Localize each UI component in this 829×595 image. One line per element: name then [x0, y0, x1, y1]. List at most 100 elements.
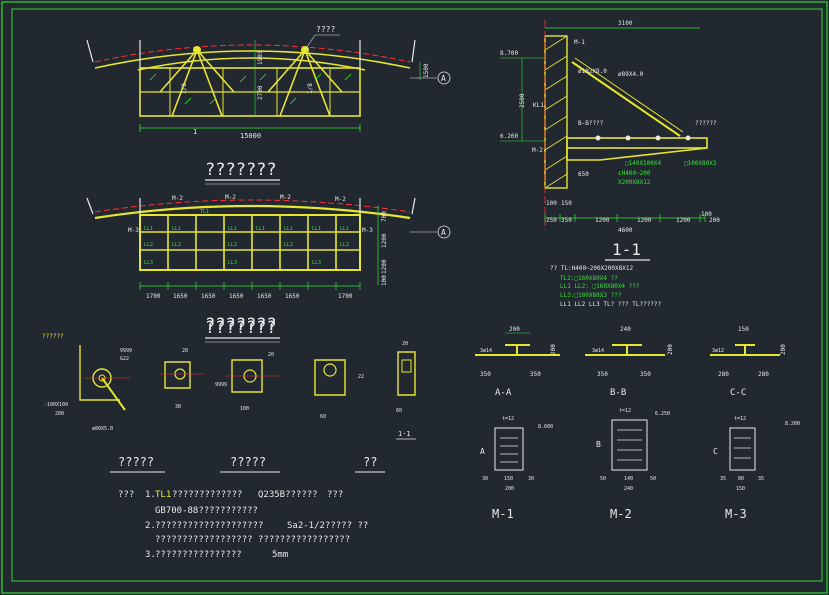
elev-beam-label-3: M-2 — [280, 194, 291, 201]
cc-right: 280 — [758, 371, 769, 378]
embedded-plates: t=12 8.600 A 30 150 30 200 M-1 t=12 6.25… — [480, 408, 800, 521]
notes-line5-mm: 5mm — [272, 550, 288, 560]
m2-dim-1: 50 — [600, 476, 606, 482]
elev-space-2: 1650 — [173, 293, 188, 300]
elev-beam-label-4: M-2 — [335, 196, 346, 203]
detail-label-14: 60 — [396, 408, 402, 414]
notes-line1-tag: TL1 — [155, 490, 171, 500]
elev-ll-15: LL1 — [340, 226, 349, 232]
detail-label-12: 60 — [320, 414, 326, 420]
m1-elev: 8.600 — [538, 424, 553, 430]
sec-m2: M-2 — [532, 147, 543, 154]
legend-line-1: ?? TL:H400~200X200X8X12 — [550, 265, 633, 272]
notes-line1-end: ??? — [327, 490, 343, 500]
cc-top: 150 — [738, 326, 749, 333]
elev-beam-label-1: M-2 — [172, 195, 183, 202]
m3-dim-2: 80 — [738, 476, 744, 482]
legend-line-5: LL1 LL2 LL3 TL? ??? TL?????? — [560, 301, 662, 308]
notes-line5-num: 3. — [145, 550, 156, 560]
elev-ll-6: LL1 — [228, 226, 237, 232]
m3-name: M-3 — [725, 507, 747, 521]
notes-line3-sa: Sa2-1/2????? ?? — [287, 521, 368, 531]
detail-label-15: 1-1 — [398, 430, 411, 438]
elev-ll-10: LL1 — [312, 226, 321, 232]
elev-ll-3: TL1 — [200, 209, 209, 215]
aa-name: A-A — [495, 388, 512, 398]
bb-left: 350 — [597, 371, 608, 378]
detail-label-9: 9999 — [215, 382, 227, 388]
aa-left: 350 — [480, 371, 491, 378]
plan-top-title: ??????? — [205, 160, 277, 180]
notes-line1-text: ????????????? — [172, 490, 242, 500]
sec-small-dim-1: 100 — [546, 200, 557, 207]
detail-label-1: -100X100 — [44, 402, 68, 408]
sec-beam-small: □100X80X3 — [684, 160, 717, 167]
notes-line5-text: ???????????????? — [155, 550, 242, 560]
small-sections: 200 3ø14 350 350 200 A-A 240 3ø14 350 35… — [475, 326, 787, 398]
sec-bot-total: 4600 — [618, 227, 633, 234]
elev-space-6: 1650 — [285, 293, 300, 300]
plan-top-dim-a: 1901 — [257, 50, 264, 65]
plan-top-callout: ???? — [316, 25, 335, 34]
m2-elev: 6.250 — [655, 411, 670, 417]
plan-top-total-width: 15000 — [240, 132, 261, 140]
m3-dim-1: 35 — [720, 476, 726, 482]
plan-top-axis-bubble — [437, 71, 451, 85]
notes-line1-steel: Q235B?????? — [258, 490, 318, 500]
aa-top: 200 — [509, 326, 520, 333]
bb-top: 240 — [620, 326, 631, 333]
plan-top-dim-c: 1/8 — [181, 83, 188, 94]
elev-ll-11: LL3 — [144, 260, 153, 266]
sec-bot-6: 100 — [701, 211, 712, 218]
sec-title: 1-1 — [612, 240, 641, 259]
elev-ll-8: LL1 — [284, 226, 293, 232]
notes-heading-3: ?? — [363, 455, 377, 469]
elev-ll-16: LL1 — [256, 226, 265, 232]
elev-ll-2: LL2 — [144, 242, 153, 248]
m2-t: t=12 — [619, 408, 631, 414]
m2-axis: B — [596, 440, 601, 449]
bb-right: 350 — [640, 371, 651, 378]
sec-dim-650: 650 — [578, 171, 589, 178]
m2-total: 240 — [624, 486, 633, 492]
elev-ll-13: LL3 — [312, 260, 321, 266]
sec-small-dim-2: 150 — [561, 200, 572, 207]
detail-label-2: 200 — [55, 411, 64, 417]
elev-beam-label-2: M-2 — [225, 194, 236, 201]
detail-label-13: 20 — [402, 341, 408, 347]
detail-label-3: 9999 — [120, 348, 132, 354]
bb-height: 200 — [667, 344, 674, 355]
joint-details: ??????? ?????? -100X100 200 9999 G22 ø80… — [42, 315, 416, 440]
detail-label-11: 22 — [358, 374, 364, 380]
sec-total-width: 3100 — [618, 20, 633, 27]
elev-right-dim-1: 700 — [381, 211, 388, 222]
sec-bot-1: 250 — [546, 217, 557, 224]
detail-label-4: G22 — [120, 356, 129, 362]
elev-title: ??????? — [205, 318, 277, 338]
m2-dim-2: 140 — [624, 476, 633, 482]
m2-dim-3: 50 — [650, 476, 656, 482]
sec-level-bottom: 6.200 — [500, 133, 518, 140]
elev-beam-label-6: M-3 — [362, 227, 373, 234]
detail-label-10: 100 — [240, 406, 249, 412]
elev-space-5: 1650 — [257, 293, 272, 300]
sec-m1: M-1 — [574, 39, 585, 46]
elev-ll-5: LL2 — [172, 242, 181, 248]
m1-name: M-1 — [492, 507, 514, 521]
general-notes: ????? ????? ?? ??? 1. TL1 ????????????? … — [110, 455, 385, 560]
m1-t: t=12 — [502, 416, 514, 422]
elev-ll-1: LL1 — [144, 226, 153, 232]
m3-elev: 8.200 — [785, 421, 800, 427]
sec-steel-2: εH400~200 — [618, 170, 651, 177]
sec-bot-5: 1200 — [676, 217, 691, 224]
notes-heading-1: ????? — [118, 455, 154, 469]
elev-space-1: 1700 — [146, 293, 161, 300]
sec-height: 2500 — [519, 93, 526, 108]
legend-notes: ?? TL:H400~200X200X8X12 TL2:□160X80X4 ??… — [550, 265, 662, 308]
cc-weld: 3ø12 — [712, 348, 724, 354]
inner-frame — [11, 8, 823, 582]
elev-axis-label: A — [441, 228, 446, 237]
details-title: ??????? — [205, 315, 277, 335]
m3-axis: C — [713, 447, 718, 456]
